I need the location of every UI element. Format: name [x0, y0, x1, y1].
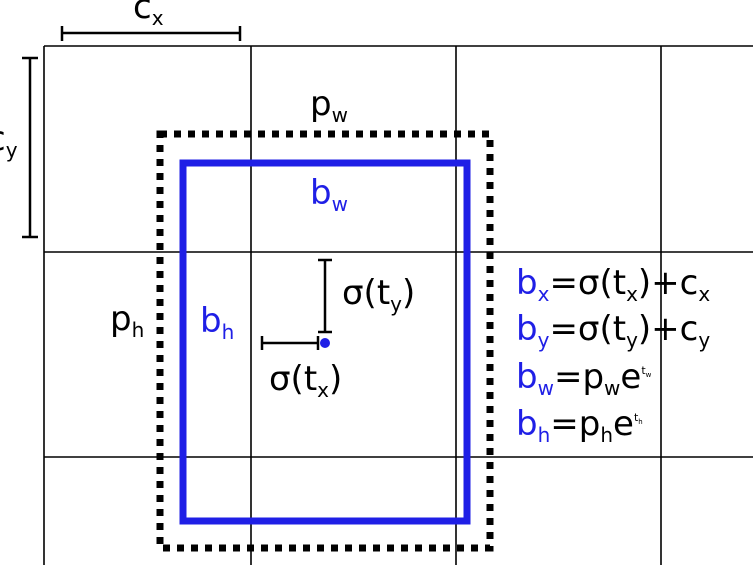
sigma-tx-label: σ(tx) [269, 359, 342, 402]
cy-bracket [22, 56, 38, 239]
box-center-point [320, 338, 330, 348]
bh-label: bh [200, 301, 234, 344]
pw-label: pw [310, 84, 348, 127]
prior-box [156, 130, 494, 552]
tx-offset-bracket [260, 336, 320, 350]
ty-offset-bracket [318, 258, 332, 334]
equation-bh: bh=pheth [516, 404, 643, 447]
bw-label: bw [310, 173, 348, 216]
cx-label: cx [133, 0, 164, 30]
equations: bx=σ(tx)+cx by=σ(ty)+cy bw=pwetw bh=phet… [516, 263, 710, 447]
equation-bw: bw=pwetw [516, 357, 652, 400]
equation-by: by=σ(ty)+cy [516, 309, 710, 352]
predicted-box [179, 159, 471, 525]
ph-label: ph [110, 299, 144, 342]
cy-label: cy [0, 119, 18, 162]
equation-bx: bx=σ(tx)+cx [516, 263, 710, 306]
sigma-ty-label: σ(ty) [342, 273, 415, 316]
cx-bracket [60, 26, 242, 41]
